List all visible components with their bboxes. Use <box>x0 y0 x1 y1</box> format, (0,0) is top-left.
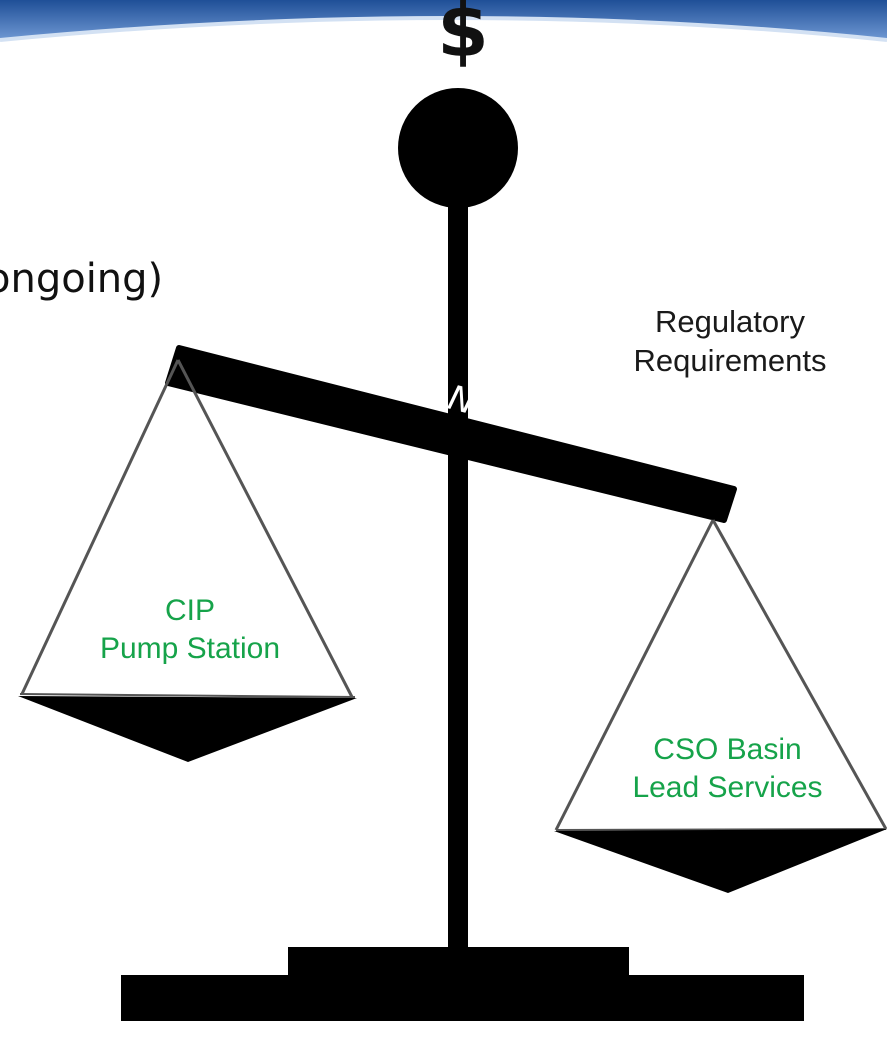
right-pan <box>554 829 887 893</box>
left-pan-line2: Pump Station <box>99 632 281 665</box>
regulatory-requirements-label: Regulatory Requirements <box>570 302 887 380</box>
regulatory-line2: Requirements <box>633 343 827 378</box>
scale-base-bottom <box>121 975 804 1021</box>
left-pan-line1: CIP <box>164 594 215 627</box>
regulatory-line1: Regulatory <box>655 304 805 339</box>
truncated-left-text: ongoing) <box>0 256 164 302</box>
scale-pole <box>448 150 468 955</box>
left-pan <box>18 696 357 762</box>
left-pan-label: CIP Pump Station <box>40 592 340 668</box>
scale-top-ball <box>398 88 518 208</box>
dollar-sign: $ <box>437 0 489 74</box>
left-pan-string-right <box>176 359 354 698</box>
left-pan-rim <box>19 693 356 698</box>
top-frame-band <box>0 0 887 40</box>
right-pan-rim <box>555 828 887 831</box>
right-pan-string-left <box>554 519 715 831</box>
right-pan-line2: Lead Services <box>632 771 823 804</box>
top-frame-highlight <box>0 16 887 42</box>
right-pan-line1: CSO Basin <box>653 733 802 766</box>
right-pan-string-right <box>711 519 887 830</box>
left-pan-string-left <box>20 359 180 695</box>
right-pan-label: CSO Basin Lead Services <box>570 731 885 807</box>
scale-base-top <box>288 947 629 979</box>
